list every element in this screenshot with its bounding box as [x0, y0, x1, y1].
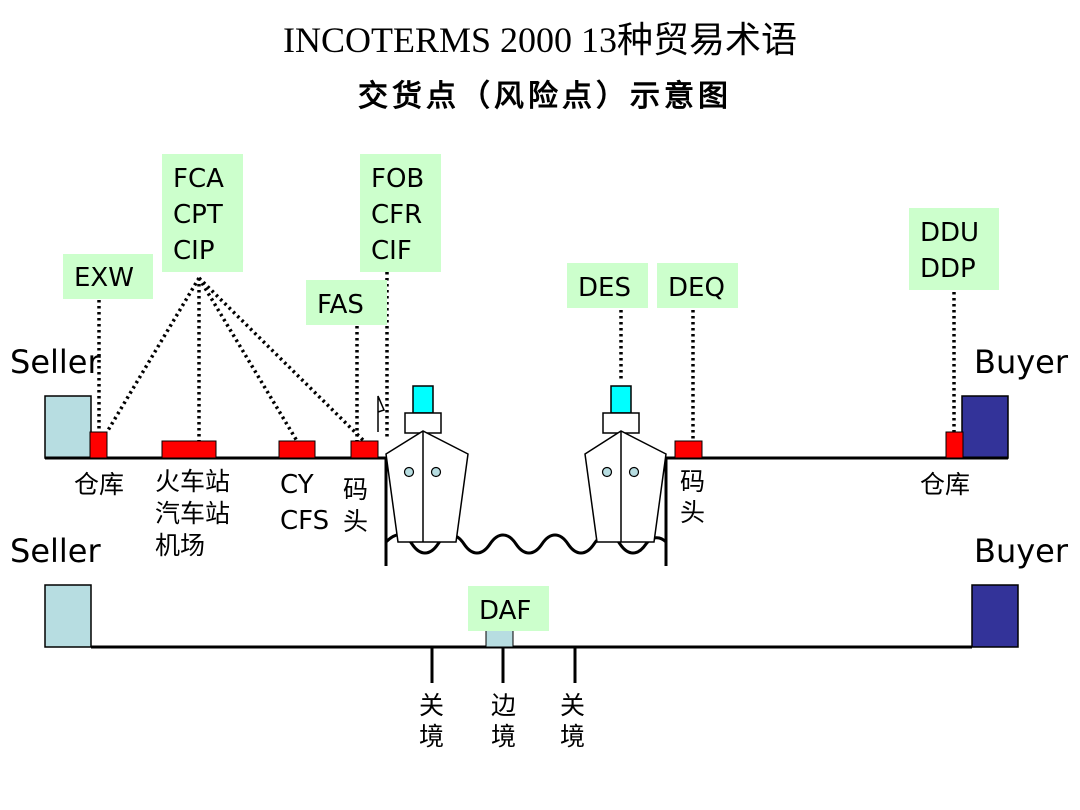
term-ddu: DDU [920, 218, 979, 248]
buyer-label-bottom: Buyer [974, 532, 1069, 570]
point-wharf-buyer [674, 440, 703, 459]
seller-box-top [44, 395, 92, 459]
ship-rail-icon [377, 395, 386, 432]
term-cfr: CFR [371, 200, 422, 230]
term-exw: EXW [74, 263, 134, 293]
label-customs-1-b: 境 [419, 722, 444, 751]
seller-label-bottom: Seller [10, 532, 101, 570]
term-cpt: CPT [173, 200, 223, 230]
point-stations [161, 440, 217, 459]
label-warehouse-buyer: 仓库 [920, 470, 970, 499]
point-wharf-seller [350, 440, 379, 459]
term-box-ddu-group: DDU DDP [909, 208, 999, 290]
label-border-a: 边 [491, 691, 516, 720]
seller-label-top: Seller [10, 343, 101, 381]
label-customs-2-a: 关 [560, 691, 585, 720]
label-wharf-seller-1: 码 [343, 475, 368, 504]
term-fob: FOB [371, 164, 424, 194]
label-cfs: CFS [280, 506, 329, 536]
term-fca: FCA [173, 164, 224, 194]
term-box-fca-group: FCA CPT CIP [162, 154, 243, 272]
term-box-exw: EXW [63, 254, 153, 299]
label-warehouse-seller: 仓库 [74, 470, 124, 499]
term-cip: CIP [173, 236, 215, 266]
buyer-box-top [961, 395, 1009, 459]
label-train-station: 火车站 [155, 467, 230, 496]
term-box-des: DES [567, 263, 648, 308]
ship-icon-buyer [584, 385, 667, 543]
term-daf: DAF [479, 596, 531, 626]
title-line-1: INCOTERMS 2000 13种贸易术语 [283, 20, 797, 60]
title-line-2: 交货点（风险点）示意图 [358, 79, 732, 114]
term-deq: DEQ [668, 273, 725, 303]
dotted-fca-wharf [197, 276, 366, 443]
ship-icon-seller [385, 385, 469, 543]
term-box-fas: FAS [306, 280, 387, 325]
dotted-fca-exw [105, 277, 201, 433]
label-customs-2-b: 境 [560, 722, 585, 751]
label-airport: 机场 [155, 531, 205, 560]
buyer-label-top: Buyer [974, 343, 1069, 381]
point-cy-cfs [278, 440, 316, 459]
term-box-fob-group: FOB CFR CIF [360, 154, 441, 272]
label-wharf-seller-2: 头 [343, 507, 368, 536]
label-wharf-buyer-1: 码 [680, 467, 705, 496]
term-des: DES [578, 273, 631, 303]
label-wharf-buyer-2: 头 [680, 498, 705, 527]
term-fas: FAS [317, 290, 364, 320]
label-customs-1-a: 关 [419, 691, 444, 720]
buyer-box-bottom [971, 584, 1019, 648]
term-box-deq: DEQ [657, 263, 738, 308]
term-ddp: DDP [920, 254, 976, 284]
sea-wave [384, 533, 668, 555]
seller-box-bottom [44, 584, 92, 648]
label-border-b: 境 [491, 722, 516, 751]
dotted-fca-cy [197, 277, 299, 442]
label-bus-station: 汽车站 [155, 499, 230, 528]
term-cif: CIF [371, 236, 412, 266]
point-exw [89, 431, 108, 459]
point-ddu-ddp [945, 431, 964, 459]
label-cy: CY [280, 470, 314, 500]
term-box-daf: DAF [468, 586, 549, 631]
